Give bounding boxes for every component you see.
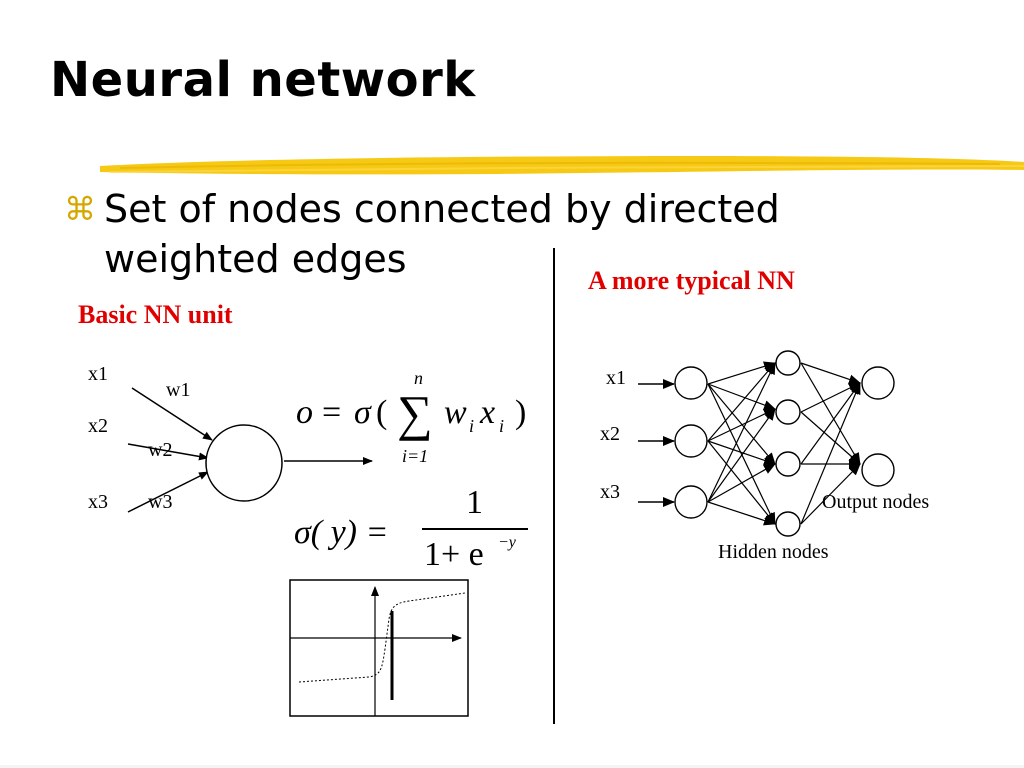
edge-x3 bbox=[127, 471, 209, 513]
sum-lower-limit: i=1 bbox=[402, 446, 429, 466]
nn-edge bbox=[707, 440, 776, 466]
formula-x: x bbox=[480, 394, 496, 431]
nn-edge bbox=[800, 362, 861, 385]
sigmoid-lhs: σ( y) = bbox=[294, 514, 389, 551]
nn-edge bbox=[800, 362, 861, 465]
nn-edge bbox=[800, 382, 861, 413]
output-formula: o = σ ( n ∑ i=1 w i x i ) bbox=[296, 368, 536, 478]
basic-unit-diagram: x1 x2 x3 w1 w2 w3 bbox=[88, 363, 373, 513]
weight-label-w1: w1 bbox=[166, 379, 190, 401]
nn-edge bbox=[707, 501, 776, 526]
edge-x1 bbox=[131, 387, 213, 441]
nn-input-label-x2: x2 bbox=[600, 423, 620, 445]
formula-sigma: σ bbox=[354, 394, 371, 431]
input-label-x3: x3 bbox=[88, 491, 108, 513]
fraction-bar bbox=[422, 528, 528, 530]
hidden-node bbox=[775, 399, 801, 425]
nn-edge bbox=[707, 362, 776, 503]
nn-edge bbox=[707, 408, 776, 503]
sigmoid-plot bbox=[289, 579, 469, 717]
sigmoid-formula: σ( y) = 1 1+ e −y bbox=[294, 484, 544, 580]
hidden-node bbox=[775, 511, 801, 537]
weight-label-w3: w3 bbox=[148, 491, 172, 513]
input-node bbox=[674, 485, 708, 519]
nn-edge bbox=[800, 382, 861, 465]
hidden-node bbox=[775, 350, 801, 376]
footer-rule bbox=[0, 765, 1024, 768]
formula-rparen: ) bbox=[515, 394, 527, 431]
sigmoid-curve bbox=[298, 592, 466, 683]
edge-x2 bbox=[127, 443, 209, 461]
formula-w: w bbox=[444, 394, 467, 431]
output-nodes-label: Output nodes bbox=[822, 491, 929, 513]
nn-edge bbox=[707, 408, 776, 442]
sigmoid-numerator: 1 bbox=[466, 484, 483, 521]
sigmoid-denominator: 1+ e bbox=[424, 536, 484, 573]
input-node bbox=[674, 366, 708, 400]
sigmoid-exponent: −y bbox=[498, 534, 516, 551]
output-node bbox=[861, 366, 895, 400]
nn-edge bbox=[707, 383, 776, 410]
vertical-divider bbox=[553, 248, 555, 724]
z-bullet-icon: ⌘ bbox=[64, 191, 96, 227]
typical-nn-label: A more typical NN bbox=[588, 266, 795, 295]
basic-unit-label: Basic NN unit bbox=[78, 300, 233, 329]
nn-edge bbox=[800, 463, 861, 525]
neuron-node bbox=[205, 424, 283, 502]
hidden-node bbox=[775, 451, 801, 477]
title-underline bbox=[100, 156, 1024, 175]
input-node bbox=[674, 424, 708, 458]
formula-equals: = bbox=[322, 394, 342, 431]
input-label-x2: x2 bbox=[88, 415, 108, 437]
plot-frame bbox=[289, 579, 469, 717]
formula-lparen: ( bbox=[376, 394, 388, 431]
bullet-text: Set of nodes connected by directed weigh… bbox=[104, 184, 844, 284]
bullet-line: weighted edges bbox=[104, 237, 407, 281]
nn-input-label-x1: x1 bbox=[606, 367, 626, 389]
typical-nn-diagram: x1 x2 x3 Output nodes bbox=[600, 350, 929, 563]
nn-edge bbox=[800, 411, 861, 465]
hidden-nodes-label: Hidden nodes bbox=[718, 541, 829, 563]
nn-edge bbox=[707, 383, 776, 465]
formula-o: o bbox=[296, 394, 313, 431]
sum-symbol: ∑ bbox=[397, 385, 433, 441]
nn-edge bbox=[707, 362, 776, 442]
nn-edge bbox=[800, 382, 861, 525]
slide-title: Neural network bbox=[50, 52, 476, 108]
input-label-x1: x1 bbox=[88, 363, 108, 385]
nn-edge bbox=[707, 463, 776, 503]
formula-x-subscript: i bbox=[499, 416, 505, 436]
bullet-line: Set of nodes connected by directed bbox=[104, 187, 780, 231]
nn-edge bbox=[707, 383, 776, 525]
nn-edge bbox=[707, 361, 776, 385]
sum-upper-limit: n bbox=[414, 368, 423, 388]
output-node bbox=[861, 453, 895, 487]
formula-w-subscript: i bbox=[469, 416, 475, 436]
nn-input-label-x3: x3 bbox=[600, 481, 620, 503]
